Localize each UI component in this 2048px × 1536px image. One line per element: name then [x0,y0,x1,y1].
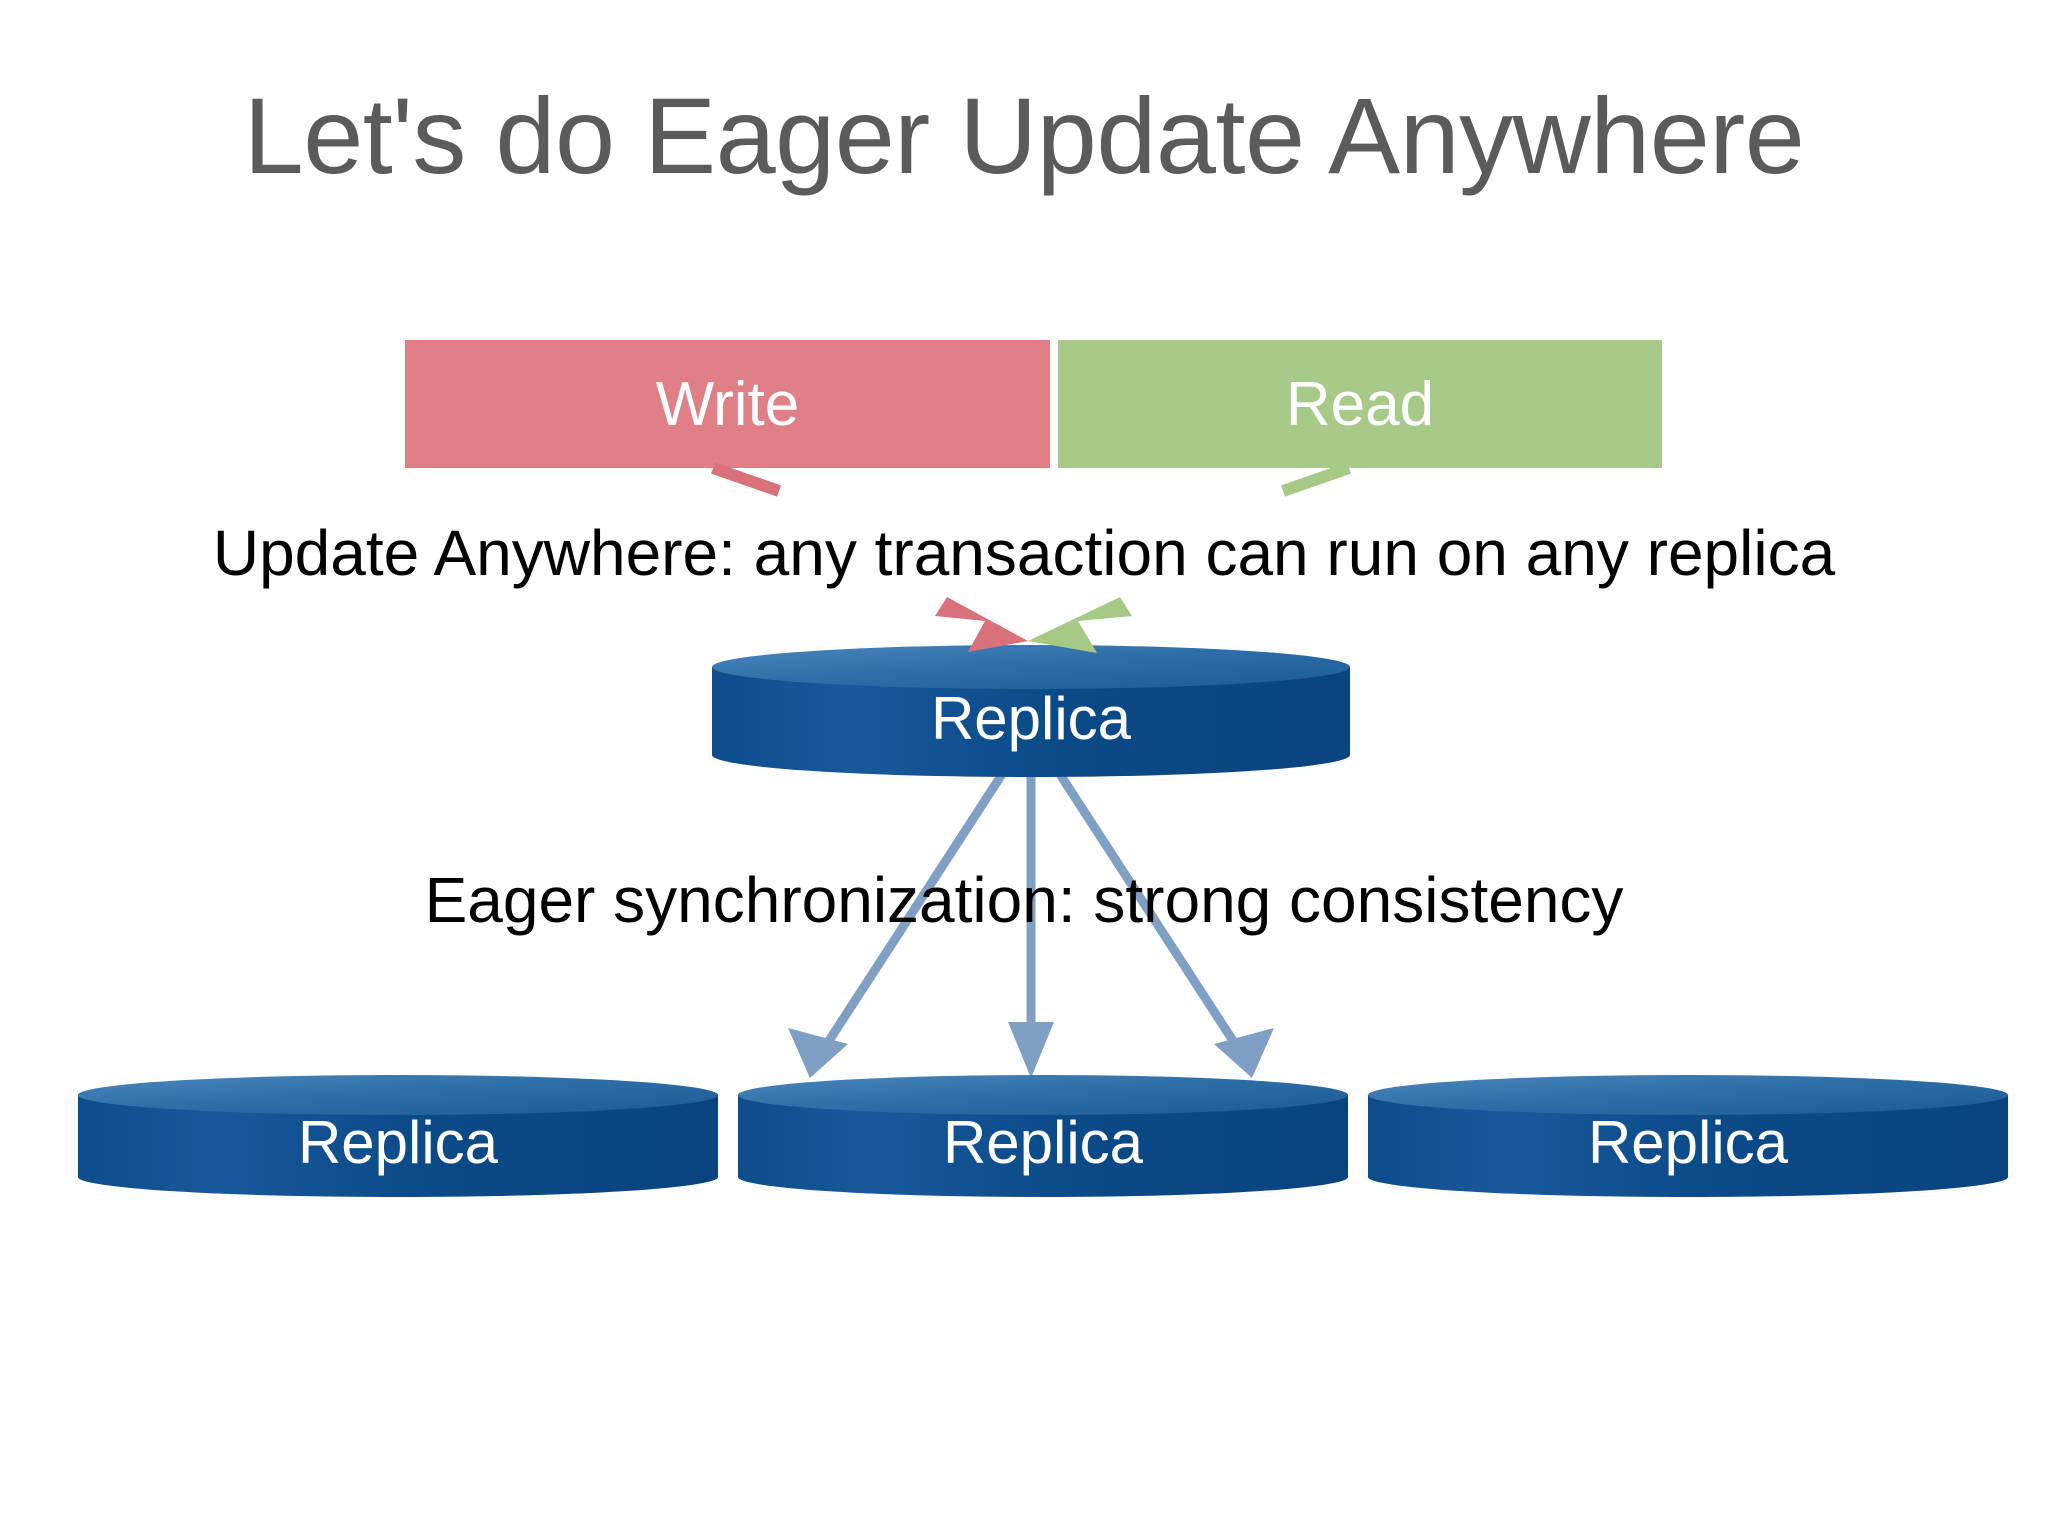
update-anywhere-caption: Update Anywhere: any transaction can run… [212,517,1836,589]
write-box-label: Write [655,369,800,439]
sync-arrow-right [1048,759,1274,1078]
cylinder-shape [1368,1075,2008,1197]
write-arrow [711,462,1028,652]
read-box[interactable]: Read [1058,340,1662,468]
sync-arrow-left [788,759,1014,1078]
write-box[interactable]: Write [405,340,1050,468]
read-arrow [1028,462,1351,653]
eager-sync-caption: Eager synchronization: strong consistenc… [424,864,1624,936]
read-box-label: Read [1285,369,1435,439]
sync-arrow-center [1008,762,1054,1078]
cylinder-shape [78,1075,718,1197]
page-title: Let's do Eager Update Anywhere [243,75,1805,196]
cylinder-shape [712,645,1350,777]
cylinder-shape [738,1075,1348,1197]
